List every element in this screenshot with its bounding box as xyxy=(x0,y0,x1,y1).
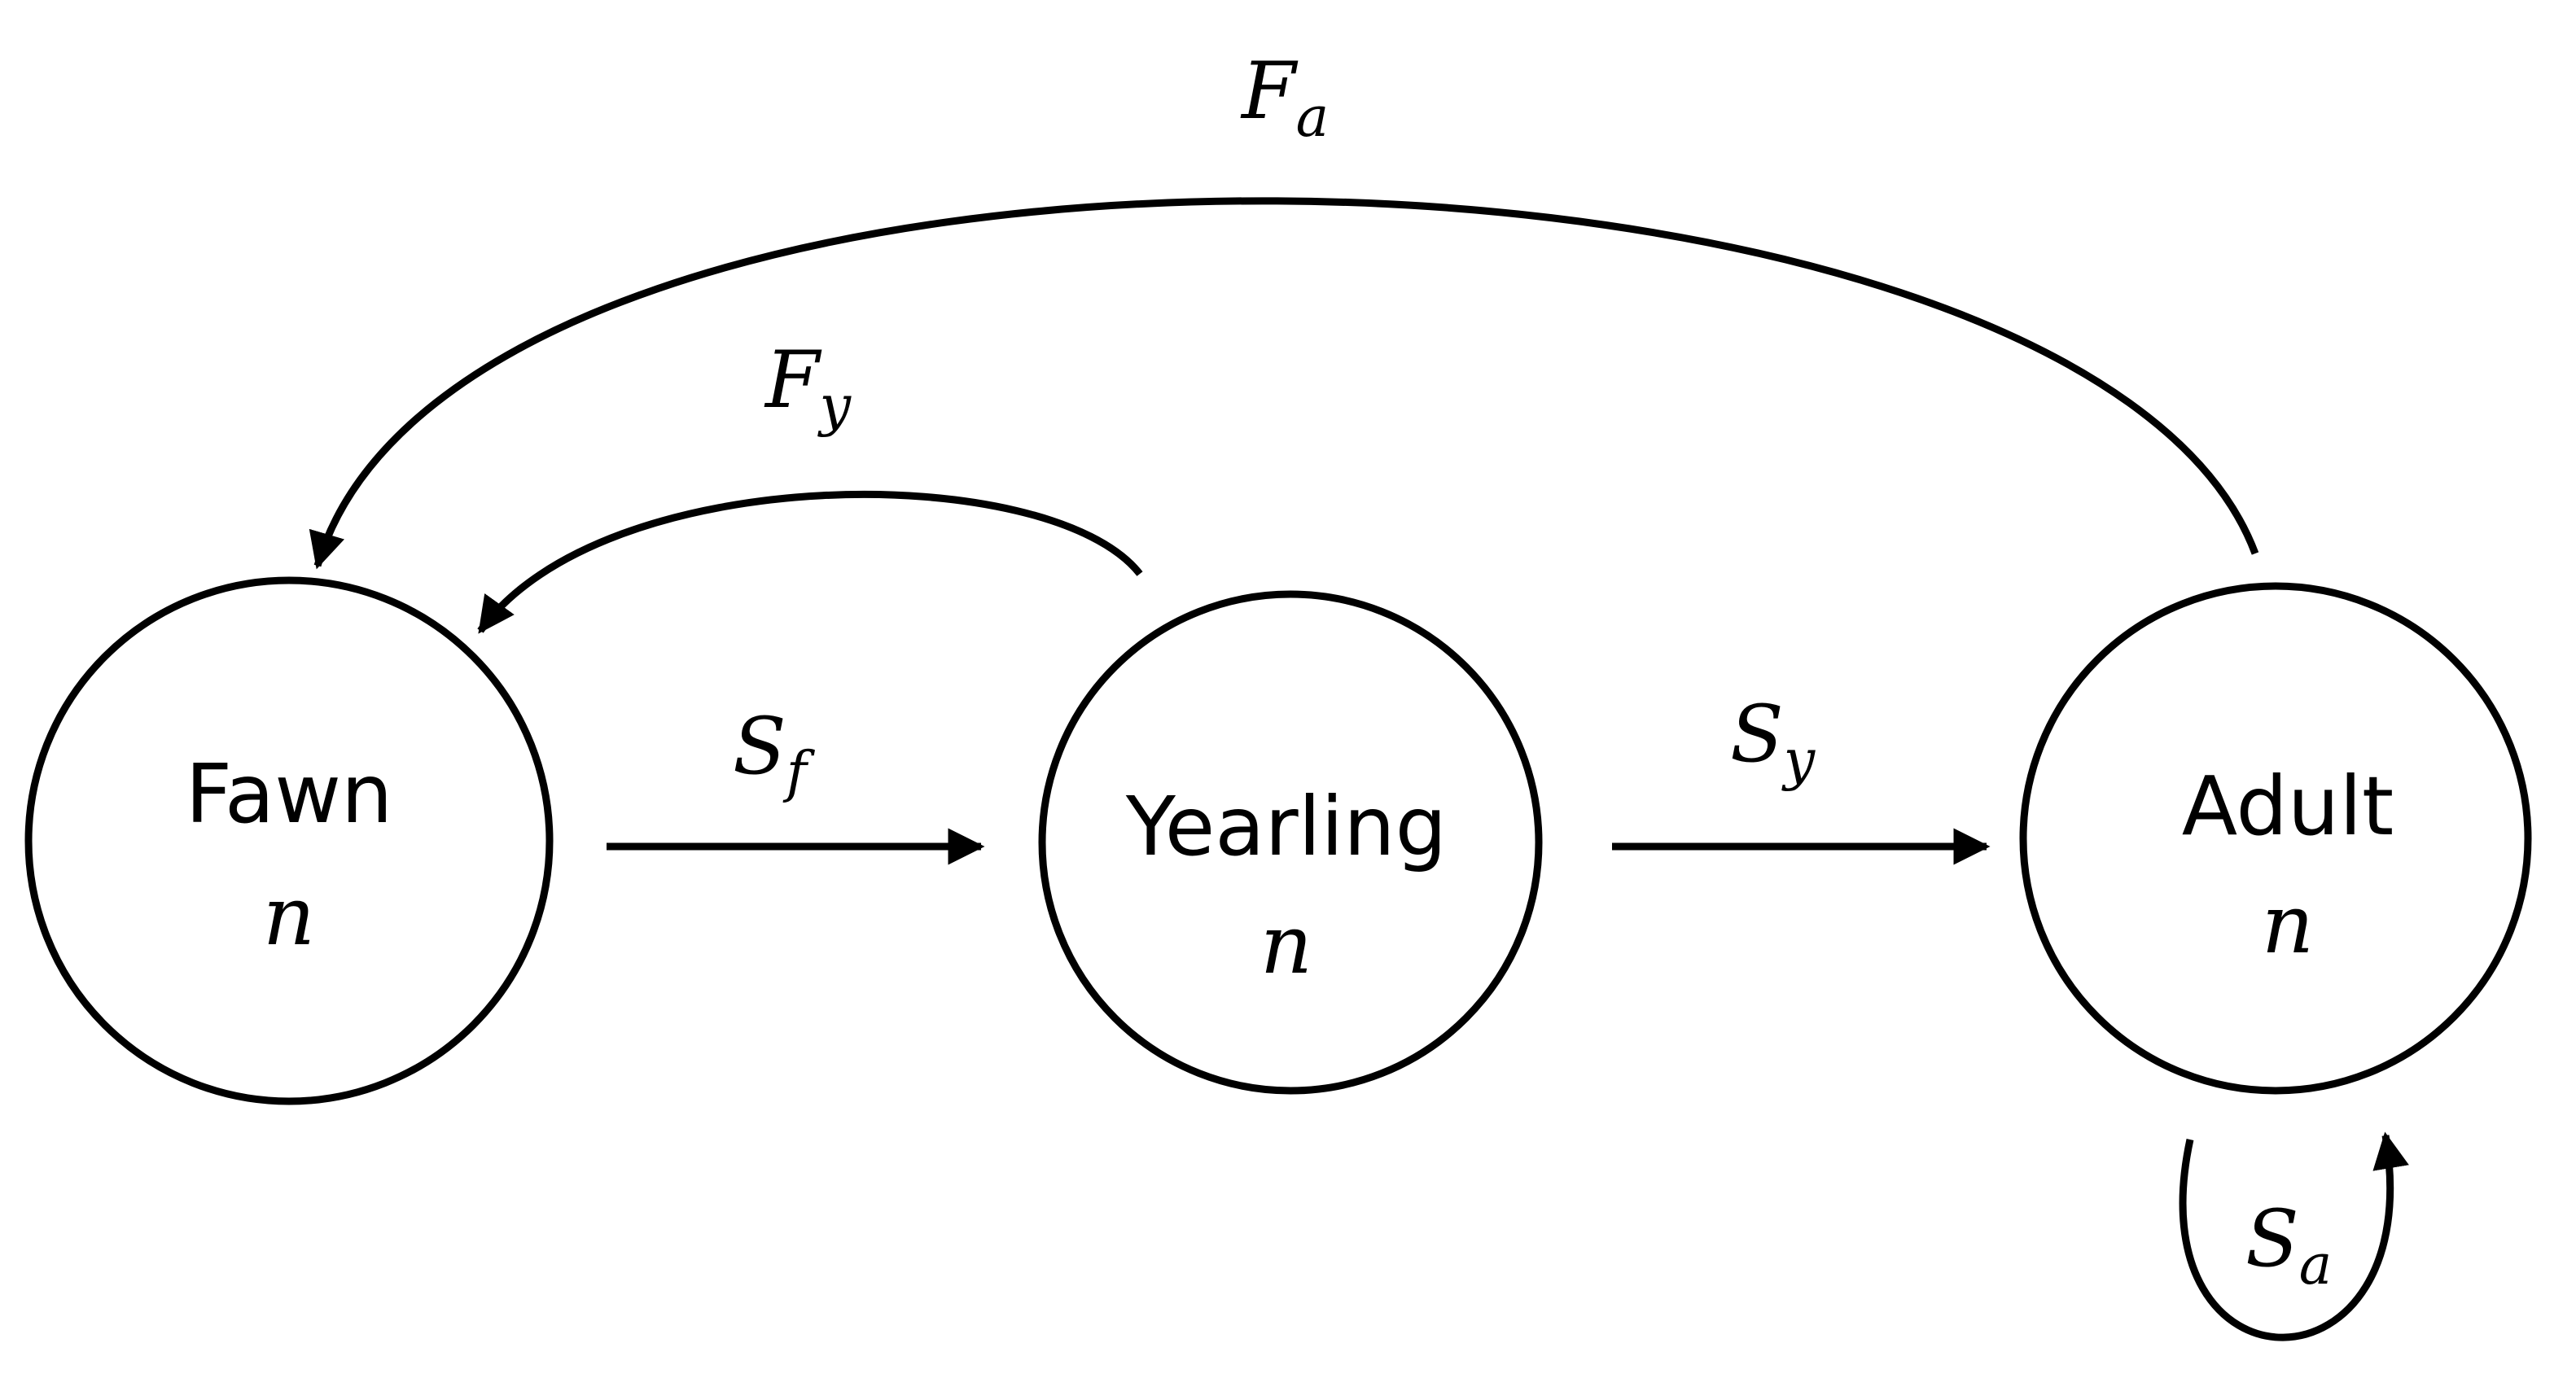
yearling-node-circle xyxy=(1038,590,1543,1095)
adult-node: Adult n xyxy=(2019,582,2532,1095)
fawn-node: Fawn n xyxy=(24,576,554,1105)
fawn-count: n xyxy=(263,868,315,964)
adult-to-fawn-arrow xyxy=(309,197,2259,570)
adult-count: n xyxy=(2262,877,2314,972)
yearling-to-fawn-arrow xyxy=(477,491,1143,634)
adult-self-loop-arrow xyxy=(2179,1131,2409,1341)
yearling-count: n xyxy=(1260,897,1312,992)
yearling-fecundity-label: Fy xyxy=(764,335,852,439)
fawn-label: Fawn xyxy=(186,746,393,842)
yearling-fecundity-transition: Fy xyxy=(477,335,1143,634)
adult-node-circle xyxy=(2019,582,2532,1095)
yearling-survival-label: Sy xyxy=(1730,689,1816,793)
yearling-survival-transition: Sy xyxy=(1612,689,1991,865)
yearling-label: Yearling xyxy=(1125,779,1447,874)
adult-survival-label: Sa xyxy=(2245,1193,2332,1297)
adult-fecundity-label: Fa xyxy=(1240,46,1329,150)
adult-fecundity-transition: Fa xyxy=(309,46,2259,570)
adult-survival-transition: Sa xyxy=(2179,1131,2409,1341)
yearling-node: Yearling n xyxy=(1038,590,1543,1095)
fawn-survival-transition: Sf xyxy=(607,701,985,865)
fawn-node-circle xyxy=(24,576,554,1105)
fawn-survival-label: Sf xyxy=(733,701,816,805)
adult-label: Adult xyxy=(2182,759,2394,854)
